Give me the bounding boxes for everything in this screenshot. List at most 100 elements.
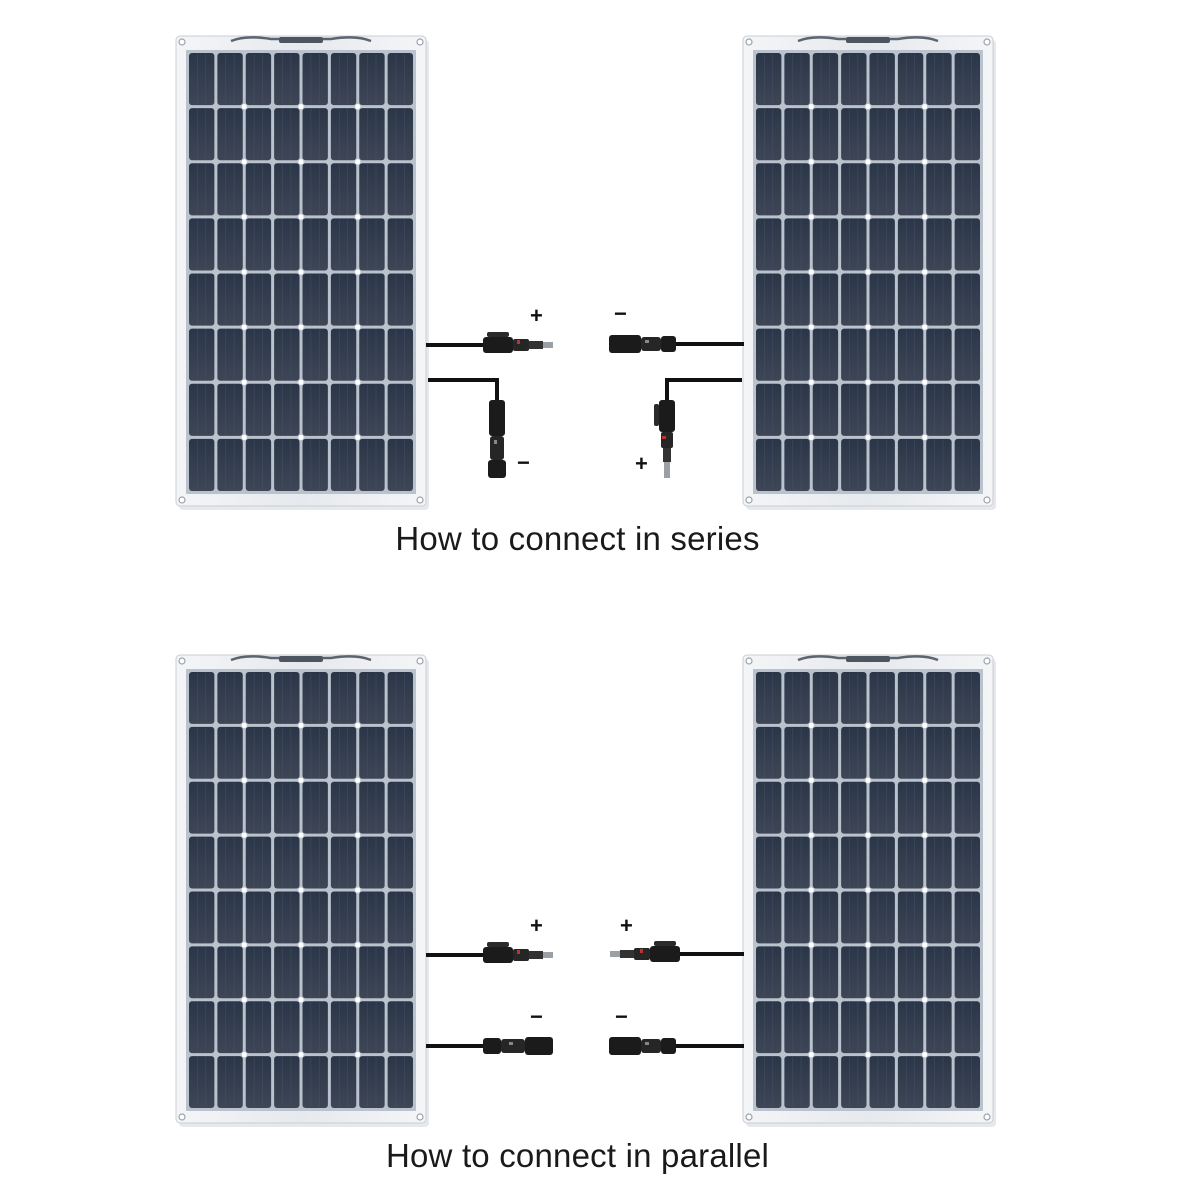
solar-cell	[756, 836, 782, 889]
solar-cell	[330, 781, 357, 834]
plus-sign-parallel-right: +	[620, 913, 633, 938]
solar-cell	[926, 53, 952, 106]
solar-cell	[869, 946, 895, 999]
solar-cell	[897, 273, 924, 326]
solar-cell	[359, 836, 385, 889]
minus-sign-series-right: −	[614, 301, 627, 326]
minus-sign-series-left-lower: −	[517, 450, 530, 475]
solar-cell	[869, 273, 895, 326]
solar-cell	[274, 1001, 300, 1054]
solar-cell	[841, 672, 867, 724]
solar-cell	[784, 836, 810, 889]
solar-cell	[302, 946, 328, 999]
solar-cell	[302, 1056, 328, 1108]
solar-cell	[756, 218, 782, 271]
solar-cell	[189, 1056, 215, 1108]
solar-cell	[359, 108, 385, 161]
solar-cell	[897, 438, 924, 491]
solar-cell	[812, 438, 839, 491]
solar-cell	[756, 438, 782, 491]
solar-cell	[812, 946, 839, 999]
solar-cell	[926, 726, 952, 779]
solar-cell	[897, 383, 924, 436]
solar-cell	[756, 328, 782, 381]
mc4-male-connector-vertical	[654, 400, 675, 478]
plus-sign-series-left: +	[530, 303, 543, 328]
solar-cell	[217, 328, 243, 381]
solar-cell	[359, 218, 385, 271]
solar-cell	[217, 383, 243, 436]
solar-cell	[245, 328, 272, 381]
solar-cell	[926, 891, 952, 944]
solar-cell	[784, 163, 810, 216]
solar-cell	[784, 438, 810, 491]
solar-cell	[841, 836, 867, 889]
solar-cell	[330, 891, 357, 944]
solar-cell	[387, 672, 413, 724]
solar-cell	[812, 836, 839, 889]
solar-cell	[784, 946, 810, 999]
solar-cell	[359, 273, 385, 326]
solar-cell	[926, 438, 952, 491]
solar-cell	[189, 328, 215, 381]
solar-cell	[784, 1056, 810, 1108]
minus-sign-parallel-left: −	[530, 1004, 543, 1029]
solar-cell	[274, 328, 300, 381]
solar-cell	[812, 273, 839, 326]
solar-cell	[897, 836, 924, 889]
solar-cell	[359, 438, 385, 491]
solar-cell	[812, 726, 839, 779]
solar-cell	[756, 108, 782, 161]
solar-cell	[189, 53, 215, 106]
minus-sign-parallel-right: −	[615, 1004, 628, 1029]
solar-cell	[897, 108, 924, 161]
solar-cell	[330, 946, 357, 999]
solar-cell	[387, 438, 413, 491]
solar-cell	[189, 108, 215, 161]
solar-cell	[954, 273, 980, 326]
solar-cell	[302, 383, 328, 436]
solar-cell	[841, 163, 867, 216]
solar-cell	[330, 53, 357, 106]
solar-cell	[869, 781, 895, 834]
solar-cell	[189, 218, 215, 271]
solar-cell	[245, 891, 272, 944]
solar-cell	[387, 328, 413, 381]
solar-cell	[756, 1001, 782, 1054]
solar-cell	[274, 1056, 300, 1108]
solar-cell	[359, 1056, 385, 1108]
solar-cell	[274, 53, 300, 106]
solar-cell	[330, 836, 357, 889]
solar-cell	[869, 1001, 895, 1054]
solar-cell	[217, 108, 243, 161]
solar-cell	[217, 1056, 243, 1108]
mc4-female-connector-parallel-left	[483, 1037, 553, 1055]
solar-cell	[359, 328, 385, 381]
solar-cell	[217, 672, 243, 724]
solar-cell	[387, 218, 413, 271]
solar-cell	[954, 836, 980, 889]
solar-cell	[302, 836, 328, 889]
solar-cell	[189, 383, 215, 436]
solar-cell	[926, 328, 952, 381]
solar-cell	[330, 1001, 357, 1054]
solar-cell	[926, 163, 952, 216]
solar-cell	[954, 781, 980, 834]
solar-panel-right-parallel	[742, 654, 996, 1127]
solar-cell	[897, 328, 924, 381]
solar-cell	[756, 1056, 782, 1108]
solar-panel-left-series	[175, 35, 429, 510]
solar-cell	[869, 672, 895, 724]
solar-cell	[897, 946, 924, 999]
solar-cell	[189, 946, 215, 999]
solar-cell	[387, 891, 413, 944]
solar-cell	[274, 726, 300, 779]
solar-cell	[330, 163, 357, 216]
solar-cell	[302, 163, 328, 216]
solar-cell	[897, 891, 924, 944]
solar-cell	[274, 946, 300, 999]
solar-cell	[841, 53, 867, 106]
solar-cell	[245, 53, 272, 106]
solar-cell	[245, 163, 272, 216]
